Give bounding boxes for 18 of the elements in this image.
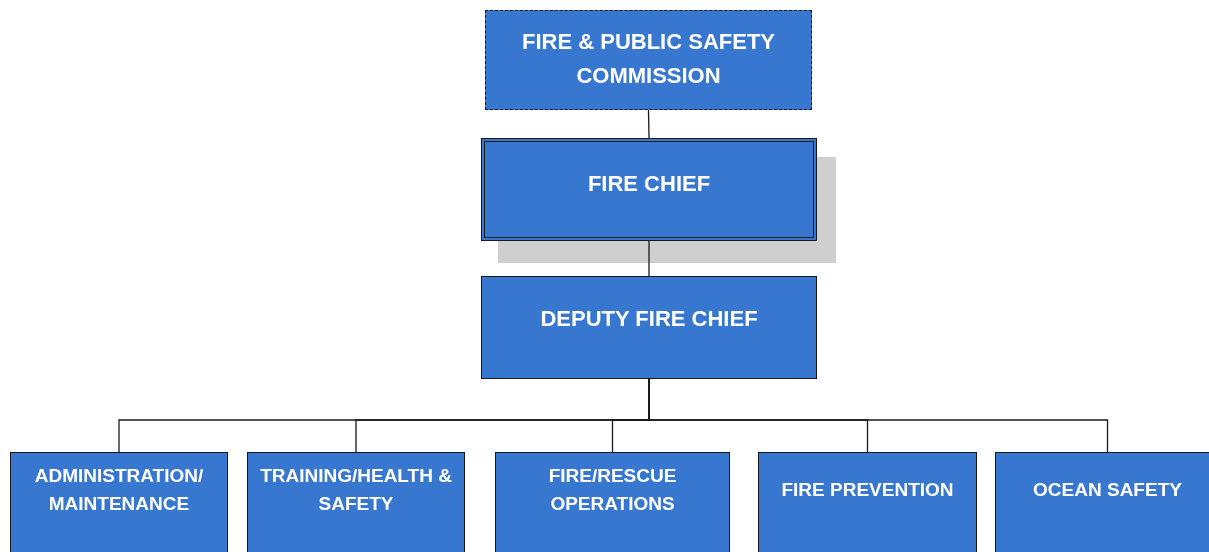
org-box bbox=[247, 452, 465, 552]
org-box bbox=[481, 276, 817, 379]
box-label: FIRE & PUBLIC SAFETY COMMISSION bbox=[521, 28, 776, 90]
box-label: FIRE CHIEF bbox=[586, 170, 712, 198]
org-box bbox=[495, 452, 730, 552]
box-label: DEPUTY FIRE CHIEF bbox=[539, 305, 759, 333]
org-box bbox=[481, 138, 817, 241]
org-box bbox=[995, 452, 1209, 552]
connector-line bbox=[648, 240, 650, 277]
connector-line bbox=[647, 109, 650, 139]
org-box bbox=[758, 452, 977, 552]
box-label: ADMINISTRATION/ MAINTENANCE bbox=[33, 464, 205, 516]
box-label: TRAINING/HEALTH & SAFETY bbox=[259, 464, 453, 516]
box-label: OCEAN SAFETY bbox=[1032, 478, 1183, 502]
box-label: FIRE/RESCUE OPERATIONS bbox=[547, 464, 678, 516]
org-box bbox=[10, 452, 228, 552]
box-label: FIRE PREVENTION bbox=[780, 478, 955, 502]
org-box bbox=[485, 10, 812, 110]
